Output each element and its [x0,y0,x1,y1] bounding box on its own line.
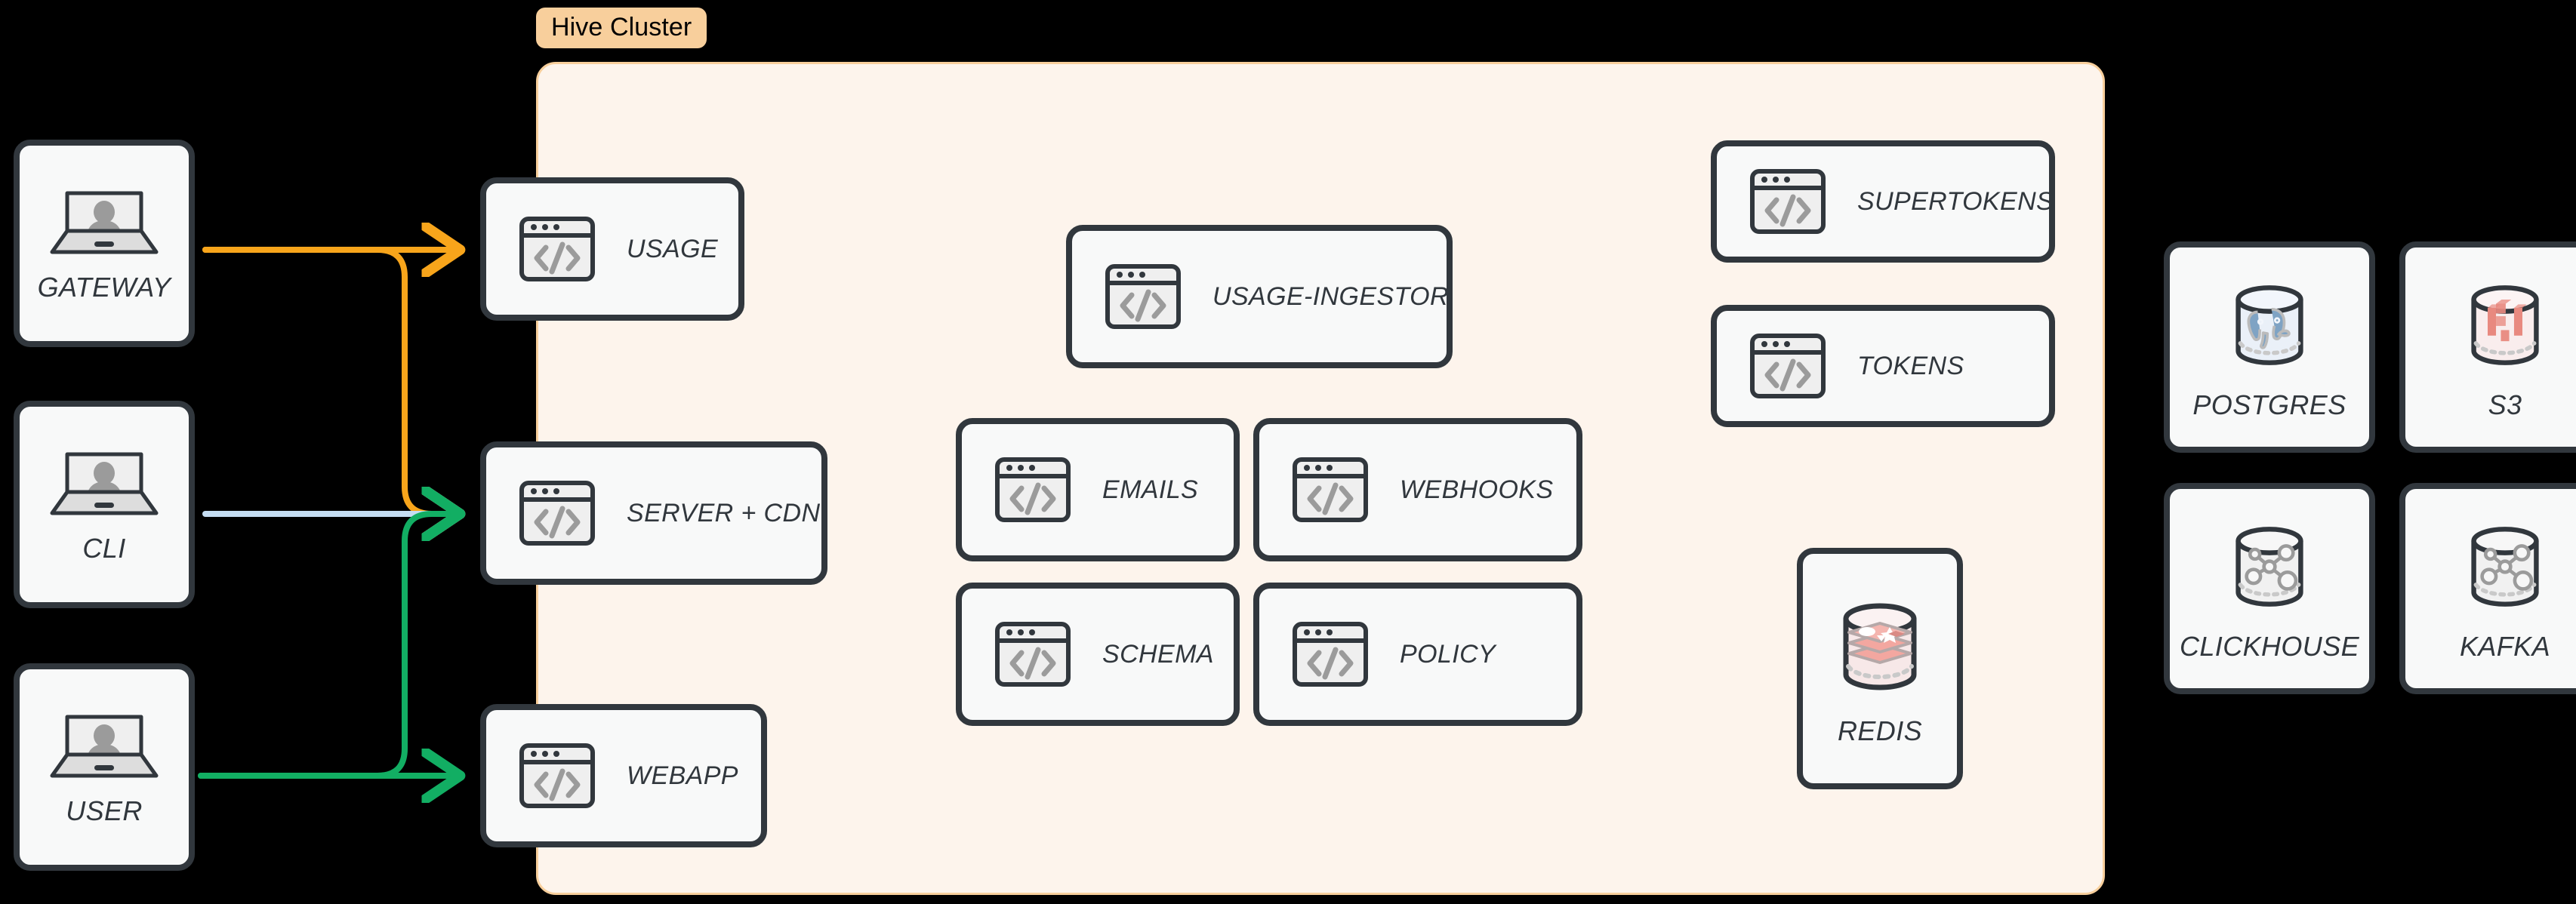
service-node-supertokens[interactable]: SUPERTOKENS [1711,140,2055,263]
service-label: SERVER + CDN [627,498,821,527]
code-window-icon [1291,450,1370,529]
laptop-user-icon [48,184,161,260]
datastore-label: POSTGRES [2192,389,2346,420]
datastore-node-postgres[interactable]: POSTGRES [2164,241,2375,453]
datastore-node-kafka[interactable]: KAFKA [2399,483,2576,694]
code-window-icon [1291,615,1370,693]
service-node-tokens[interactable]: TOKENS [1711,305,2055,427]
client-node-user[interactable]: USER [14,663,195,871]
datastore-node-s3[interactable]: S3 [2399,241,2576,453]
service-label: SCHEMA [1102,639,1214,669]
service-label: EMAILS [1102,475,1199,504]
datastore-node-clickhouse[interactable]: CLICKHOUSE [2164,483,2375,694]
service-label: POLICY [1400,639,1496,669]
service-node-usage-ingestor[interactable]: USAGE-INGESTOR [1066,225,1453,368]
code-window-icon [518,736,596,815]
service-label: USAGE-INGESTOR [1213,281,1449,311]
service-label: WEBAPP [627,761,738,790]
hive-cluster-label: Hive Cluster [536,8,707,48]
service-node-webapp[interactable]: WEBAPP [480,704,767,847]
code-window-icon [994,615,1072,693]
laptop-user-icon [48,445,161,521]
client-label: CLI [82,532,126,564]
network-db-icon [2213,515,2326,619]
client-node-gateway[interactable]: GATEWAY [14,140,195,347]
client-label: USER [66,795,143,826]
wire-user-server [198,514,453,779]
laptop-user-icon [48,708,161,783]
service-node-schema[interactable]: SCHEMA [956,583,1240,726]
network-db-icon [2448,515,2562,619]
client-node-cli[interactable]: CLI [14,401,195,608]
datastore-label: REDIS [1837,715,1923,746]
service-node-emails[interactable]: EMAILS [956,418,1240,561]
service-node-server-cdn[interactable]: SERVER + CDN [480,441,827,585]
code-window-icon [518,474,596,552]
client-label: GATEWAY [37,271,171,303]
datastore-label: KAFKA [2459,631,2551,662]
service-node-webhooks[interactable]: WEBHOOKS [1253,418,1582,561]
code-window-icon [1749,162,1827,241]
code-window-icon [1749,327,1827,405]
code-window-icon [518,210,596,288]
redis-db-icon [1823,590,1937,703]
code-window-icon [1104,257,1182,336]
postgres-db-icon [2213,273,2326,377]
datastore-label: CLICKHOUSE [2179,631,2360,662]
service-node-policy[interactable]: POLICY [1253,583,1582,726]
datastore-label: S3 [2488,389,2522,420]
datastore-node-redis[interactable]: REDIS [1797,548,1963,789]
service-node-usage[interactable]: USAGE [480,177,744,321]
service-label: USAGE [627,234,719,263]
service-label: SUPERTOKENS [1857,186,2054,216]
service-label: TOKENS [1857,351,1964,380]
code-window-icon [994,450,1072,529]
s3-db-icon [2448,273,2562,377]
wire-gateway-server [202,247,453,514]
service-label: WEBHOOKS [1400,475,1554,504]
